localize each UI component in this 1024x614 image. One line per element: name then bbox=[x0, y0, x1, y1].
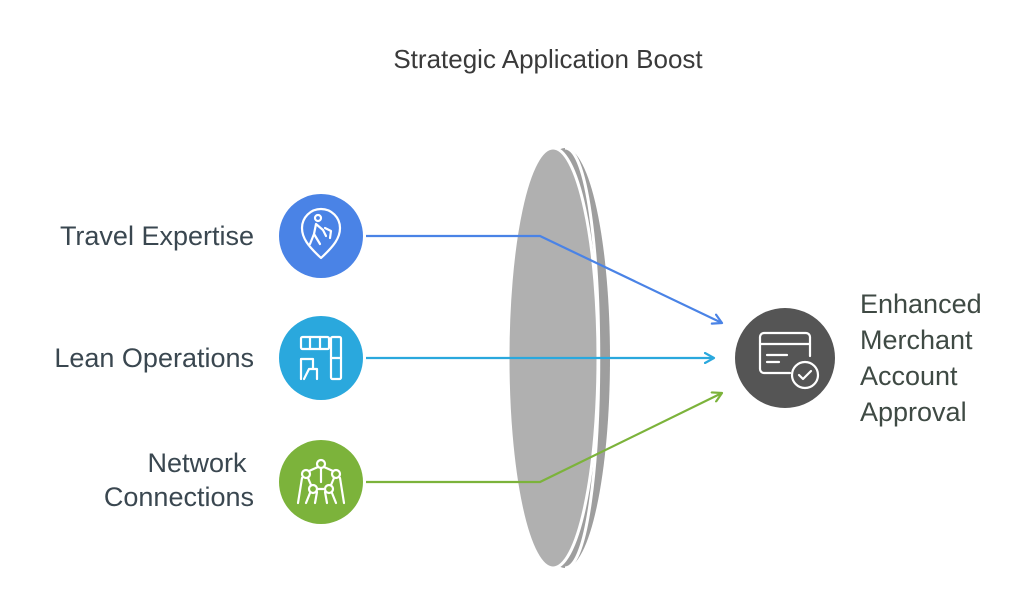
input-travel-expertise: Travel Expertise bbox=[60, 194, 363, 278]
input-label: Travel Expertise bbox=[60, 221, 254, 251]
input-label-line: Network bbox=[147, 448, 247, 478]
office-workspace-icon bbox=[299, 335, 343, 381]
outcome-label-line: Approval bbox=[860, 397, 967, 427]
input-badge bbox=[279, 194, 363, 278]
outcome-label-line: Account bbox=[860, 361, 958, 391]
card-approved-icon bbox=[758, 331, 820, 390]
outcome-enhanced-merchant-account-approval: Enhanced Merchant Account Approval bbox=[735, 289, 989, 427]
input-label-line: Lean Operations bbox=[54, 343, 254, 373]
input-label-line: Connections bbox=[104, 482, 254, 512]
outcome-label-line: Merchant bbox=[860, 325, 973, 355]
diagram-title: Strategic Application Boost bbox=[393, 44, 703, 74]
network-structure-icon bbox=[296, 458, 346, 505]
outcome-badge bbox=[735, 308, 835, 408]
connector-travel-expertise bbox=[366, 234, 722, 323]
input-label-line: Travel Expertise bbox=[60, 221, 254, 251]
traveler-location-icon bbox=[300, 207, 342, 260]
outcome-label: Enhanced Merchant Account Approval bbox=[860, 289, 989, 427]
input-network-connections: Network Connections bbox=[104, 440, 363, 524]
input-badge bbox=[279, 316, 363, 400]
connector-network-connections bbox=[366, 393, 722, 484]
input-lean-operations: Lean Operations bbox=[54, 316, 363, 400]
input-label: Lean Operations bbox=[54, 343, 254, 373]
outcome-label-line: Enhanced bbox=[860, 289, 982, 319]
input-label: Network Connections bbox=[104, 448, 254, 512]
